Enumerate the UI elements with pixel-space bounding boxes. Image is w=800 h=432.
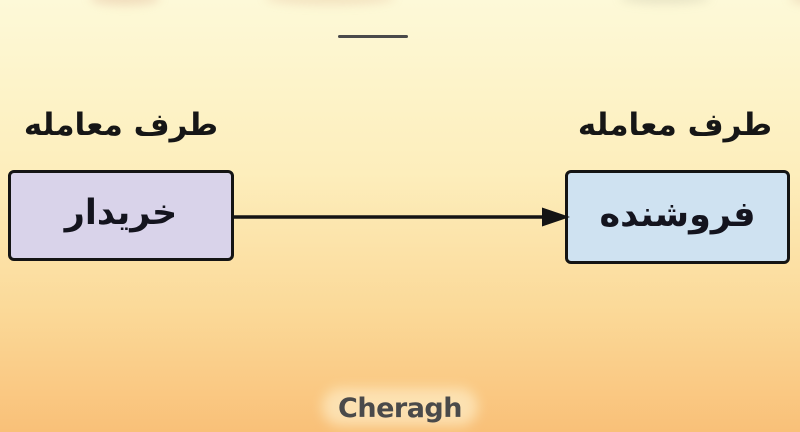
buyer-box: خریدار (8, 170, 234, 261)
logo-glow (322, 388, 478, 426)
footer-logo-area: Cheragh (0, 386, 800, 430)
buyer-box-text: خریدار (64, 193, 178, 233)
brand-logo: Cheragh (338, 392, 462, 424)
top-smudge (790, 0, 800, 4)
seller-box: فروشنده (565, 170, 790, 264)
seller-box-text: فروشنده (599, 194, 756, 235)
top-smudge (620, 0, 710, 4)
top-smudge (265, 0, 395, 5)
arrow-connector (234, 207, 570, 227)
top-smudge (90, 0, 160, 5)
logo-underline (338, 35, 408, 38)
left-party-label: طرف معامله (23, 107, 219, 143)
right-party-label: طرف معامله (577, 107, 773, 143)
